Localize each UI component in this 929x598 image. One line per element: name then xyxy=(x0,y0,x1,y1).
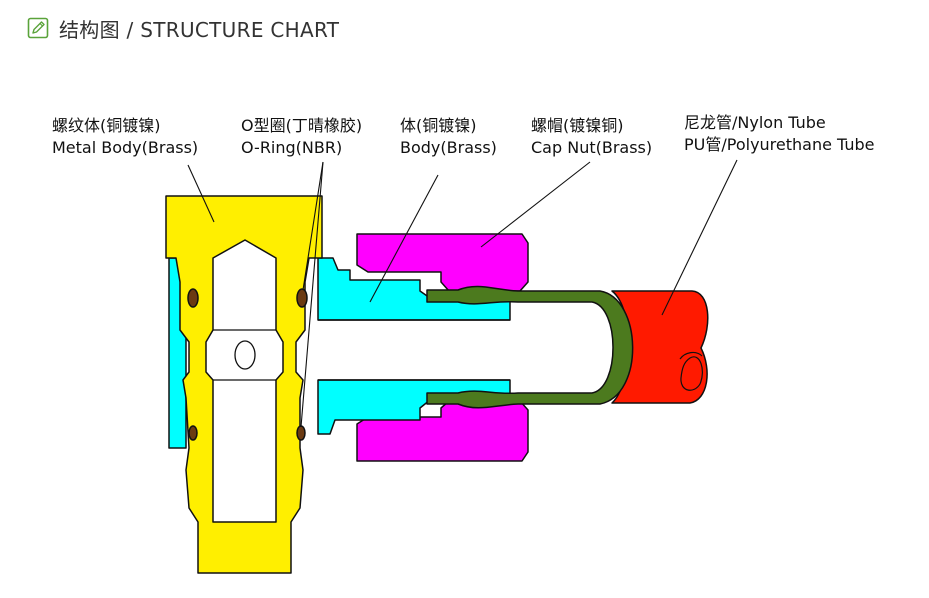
side-hole xyxy=(234,340,256,370)
leader-cap-nut xyxy=(480,161,591,248)
pencil-in-square-icon xyxy=(27,17,49,39)
label-metal-body-cn: 螺纹体(铜镀镍) xyxy=(52,116,161,135)
tube-oval-end xyxy=(680,356,703,391)
label-tube-pu: PU管/Polyurethane Tube xyxy=(684,135,875,154)
label-o-ring-cn: O型圈(丁晴橡胶) xyxy=(241,116,362,135)
o-ring-left-top xyxy=(187,288,199,308)
leader-metal-body xyxy=(187,164,215,223)
label-body-en: Body(Brass) xyxy=(400,138,497,157)
leader-o-ring-1 xyxy=(302,161,324,291)
tube-green-section xyxy=(426,285,634,409)
metal-body-yellow xyxy=(165,195,323,574)
o-ring-left-bottom xyxy=(188,425,198,441)
leader-tube xyxy=(661,159,738,316)
label-body-cn: 体(铜镀镍) xyxy=(400,116,477,135)
leader-o-ring-2 xyxy=(300,161,324,428)
page-title: 结构图 / STRUCTURE CHART xyxy=(59,17,340,42)
label-o-ring-en: O-Ring(NBR) xyxy=(241,138,342,157)
label-tube-nylon: 尼龙管/Nylon Tube xyxy=(684,113,826,132)
label-cap-nut-en: Cap Nut(Brass) xyxy=(531,138,652,157)
o-ring-right-bottom xyxy=(296,425,306,441)
o-ring-right-top xyxy=(296,288,308,308)
leader-body xyxy=(369,174,439,303)
label-cap-nut-cn: 螺帽(镀镍铜) xyxy=(531,116,624,135)
header: 结构图 / STRUCTURE CHART xyxy=(27,14,339,42)
label-metal-body-en: Metal Body(Brass) xyxy=(52,138,198,157)
